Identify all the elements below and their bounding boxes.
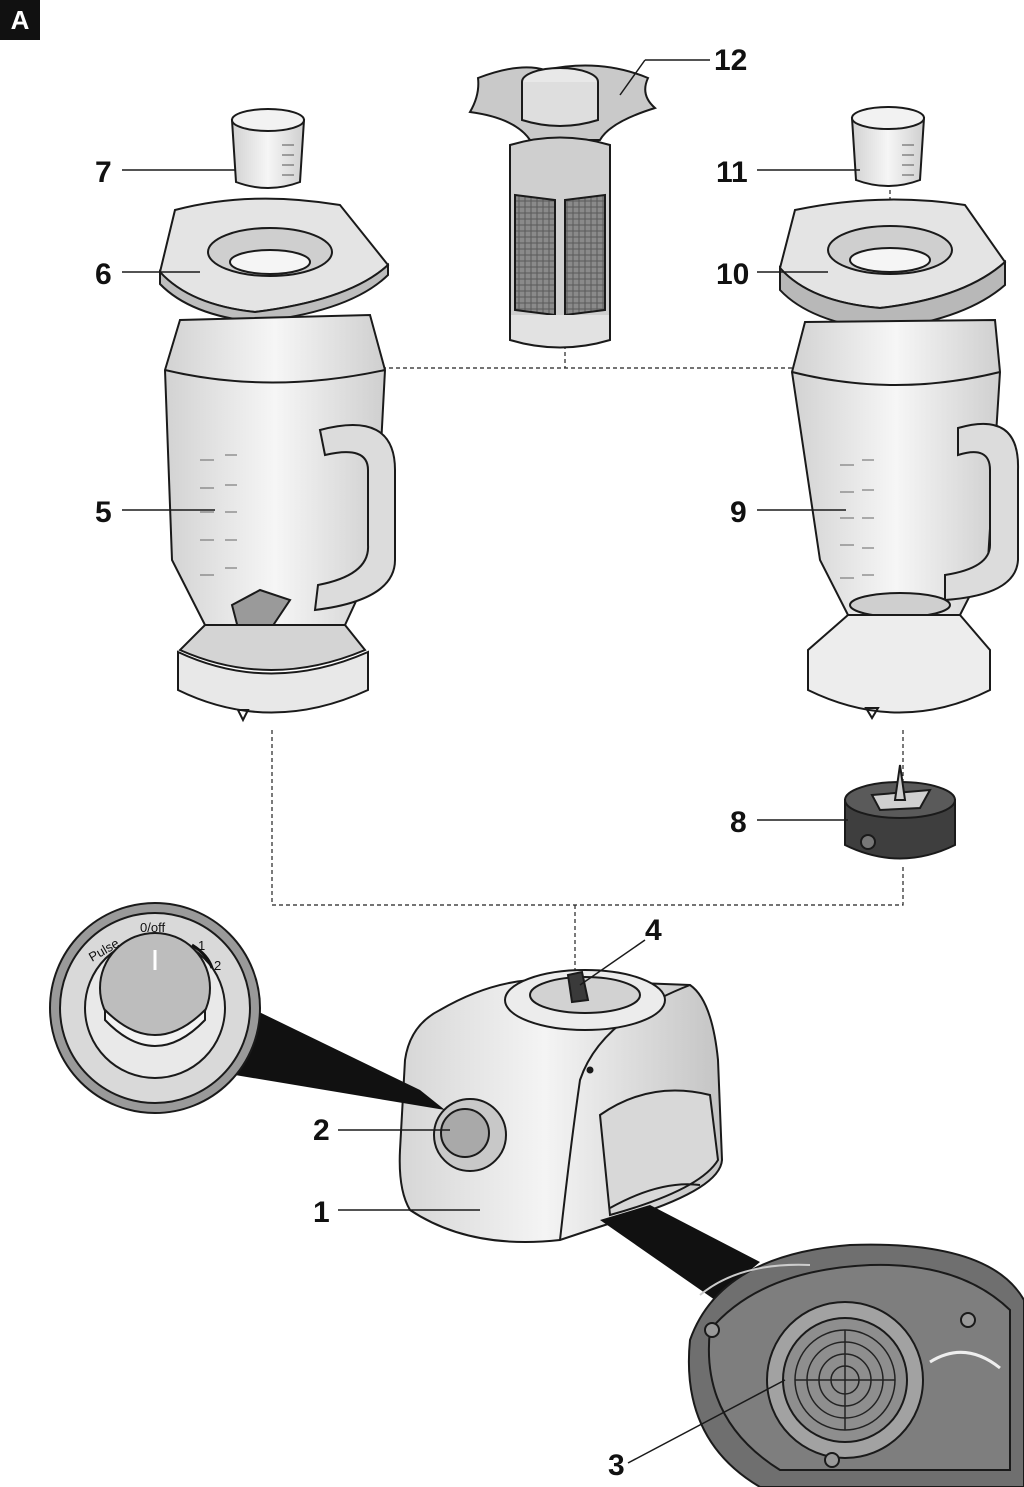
blender-jar-right: [790, 318, 1020, 720]
callout-2: 2: [313, 1114, 330, 1147]
knob-label-off: 0/off: [140, 920, 165, 935]
callout-numbers: 7 6 5 12 11 10 9 8 4 2 1 3: [95, 44, 749, 1482]
measuring-cup-right: [850, 106, 926, 187]
filter-insert: [468, 64, 658, 349]
lid-right: [778, 198, 1007, 332]
callout-3: 3: [608, 1449, 625, 1482]
callout-5: 5: [95, 496, 112, 529]
callout-6: 6: [95, 258, 112, 291]
callout-12: 12: [714, 44, 747, 77]
callout-7: 7: [95, 156, 112, 189]
knob-zoom-connector: [235, 1010, 445, 1110]
leader-lines: [122, 59, 860, 1464]
callout-10: 10: [716, 258, 749, 291]
blade-assembly: [844, 764, 956, 860]
callout-8: 8: [730, 806, 747, 839]
base-underside-detail: [687, 1243, 1024, 1487]
measuring-cup-left: [230, 108, 306, 189]
vent-zoom-connector: [600, 1205, 760, 1300]
knob-label-speed2: 2: [214, 958, 221, 973]
callout-11: 11: [716, 156, 748, 189]
callout-1: 1: [313, 1196, 330, 1229]
figure-tag: A: [0, 0, 40, 40]
motor-base: [398, 969, 724, 1243]
speed-knob-detail: [49, 902, 261, 1114]
knob-label-speed1: 1: [198, 938, 205, 953]
callout-4: 4: [645, 914, 662, 947]
lid-left: [158, 197, 390, 324]
callout-9: 9: [730, 496, 747, 529]
blender-jar-left: [163, 313, 396, 723]
